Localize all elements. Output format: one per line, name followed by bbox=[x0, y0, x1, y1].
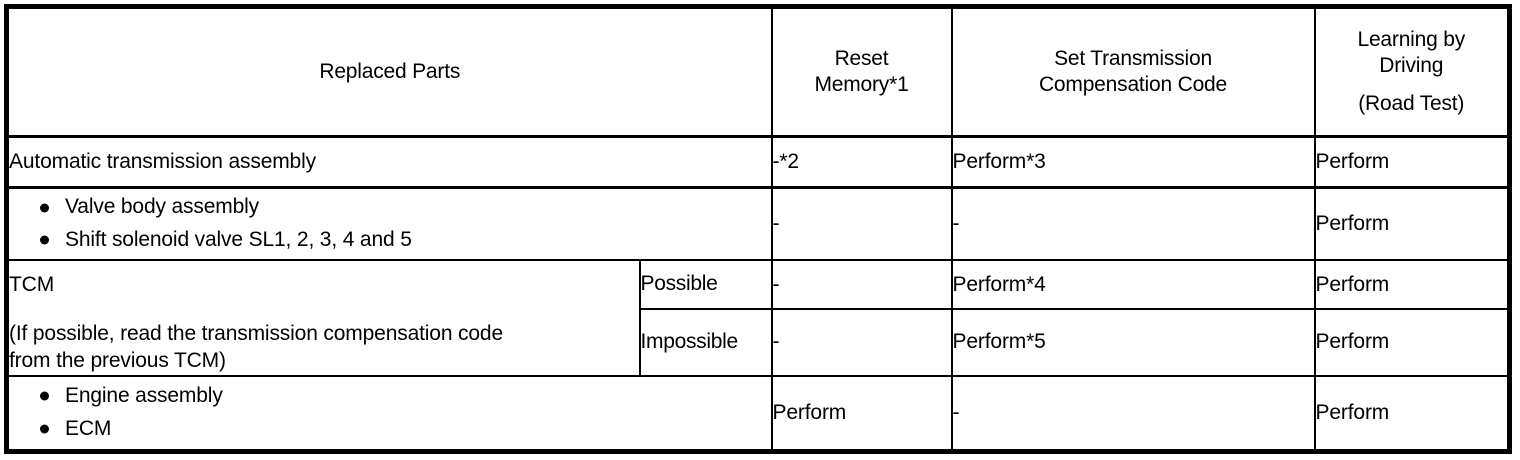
cell-set-compensation-tcm-impossible: Perform*5 bbox=[950, 307, 1316, 377]
list-item: Shift solenoid valve SL1, 2, 3, 4 and 5 bbox=[37, 224, 771, 257]
column-header-replaced-parts: Replaced Parts bbox=[5, 5, 773, 138]
cell-condition-possible: Possible bbox=[638, 259, 773, 310]
cell-reset-memory-row1: -*2 bbox=[770, 135, 953, 189]
tcm-note-line1: (If possible, read the transmission comp… bbox=[9, 321, 503, 345]
cell-learning-row2: Perform bbox=[1313, 186, 1511, 261]
cell-set-compensation-row4: - bbox=[950, 374, 1316, 453]
procedure-table-container: Replaced Parts Reset Memory*1 Set Transm… bbox=[4, 4, 1512, 454]
row-part-automatic-transmission-assembly: Automatic transmission assembly bbox=[5, 135, 773, 189]
tcm-note-line2: from the previous TCM) bbox=[9, 348, 226, 372]
row-part-tcm: TCM (If possible, read the transmission … bbox=[5, 259, 641, 377]
column-header-learning-by-driving: Learning by Driving (Road Test) bbox=[1313, 5, 1511, 138]
learning-line1: Learning by bbox=[1357, 28, 1466, 52]
cell-learning-tcm-impossible: Perform bbox=[1313, 307, 1511, 377]
cell-learning-row1: Perform bbox=[1313, 135, 1511, 189]
cell-set-compensation-tcm-possible: Perform*4 bbox=[950, 259, 1316, 310]
cell-condition-impossible: Impossible bbox=[638, 307, 773, 377]
learning-line3: (Road Test) bbox=[1358, 92, 1465, 116]
tcm-title: TCM bbox=[9, 273, 55, 296]
cell-set-compensation-row1: Perform*3 bbox=[950, 135, 1316, 189]
cell-reset-memory-row2: - bbox=[770, 186, 953, 261]
cell-set-compensation-row2: - bbox=[950, 186, 1316, 261]
learning-line2: Driving bbox=[1379, 53, 1444, 77]
table-row: TCM (If possible, read the transmission … bbox=[5, 259, 1511, 377]
header-spacer bbox=[1316, 78, 1508, 91]
list-item: Engine assembly bbox=[37, 380, 771, 413]
reset-memory-line1: Reset bbox=[834, 47, 889, 71]
set-comp-line2: Compensation Code bbox=[1038, 73, 1228, 96]
column-header-reset-memory: Reset Memory*1 bbox=[770, 5, 953, 138]
list-item: ECM bbox=[37, 413, 771, 446]
cell-learning-row4: Perform bbox=[1313, 374, 1511, 453]
list-item: Valve body assembly bbox=[37, 191, 771, 224]
table-row: Automatic transmission assembly -*2 Perf… bbox=[5, 135, 1511, 189]
bullet-list: Valve body assembly Shift solenoid valve… bbox=[9, 191, 771, 256]
table-row: Engine assembly ECM Perform - Perform bbox=[5, 374, 1511, 453]
cell-reset-memory-tcm-impossible: - bbox=[770, 307, 953, 377]
row-part-engine-ecm-group: Engine assembly ECM bbox=[5, 374, 773, 453]
table-row: Valve body assembly Shift solenoid valve… bbox=[5, 186, 1511, 261]
reset-memory-line2: Memory*1 bbox=[814, 73, 909, 96]
cell-learning-tcm-possible: Perform bbox=[1313, 259, 1511, 310]
bullet-list: Engine assembly ECM bbox=[9, 380, 771, 445]
cell-reset-memory-row4: Perform bbox=[770, 374, 953, 453]
row-part-valve-body-group: Valve body assembly Shift solenoid valve… bbox=[5, 186, 773, 261]
table-row: Impossible - Perform*5 Perform bbox=[7, 307, 1511, 377]
column-header-set-transmission-compensation-code: Set Transmission Compensation Code bbox=[950, 5, 1316, 138]
set-comp-line1: Set Transmission bbox=[1054, 47, 1212, 71]
replaced-parts-procedure-table: Replaced Parts Reset Memory*1 Set Transm… bbox=[4, 4, 1512, 454]
cell-reset-memory-tcm-possible: - bbox=[770, 259, 953, 310]
table-header-row: Replaced Parts Reset Memory*1 Set Transm… bbox=[5, 5, 1511, 138]
